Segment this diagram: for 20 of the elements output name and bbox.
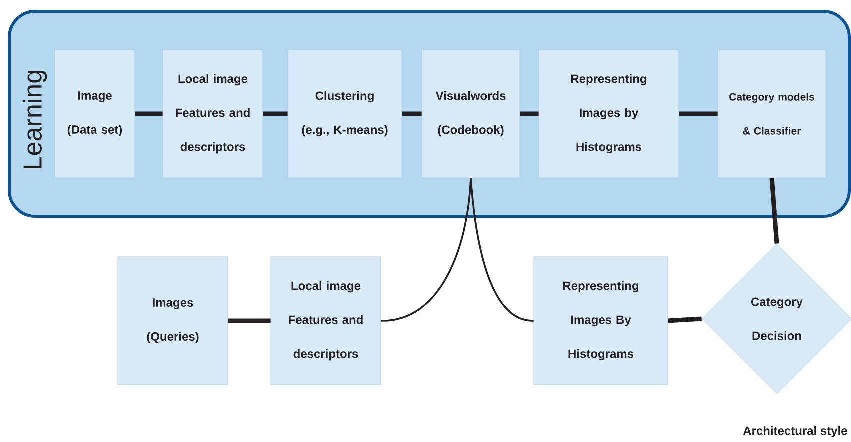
process-box: Local image Features and descriptors <box>270 256 382 386</box>
caption-text: Architectural style <box>743 426 848 438</box>
connector-line <box>470 178 534 322</box>
process-box: Category models & Classifier <box>718 50 826 178</box>
connector-line <box>520 112 539 116</box>
connector-line <box>770 178 780 244</box>
connector-line <box>402 112 422 116</box>
process-box: Clustering (e.g., K-means) <box>288 50 402 178</box>
process-box: Images (Queries) <box>118 256 228 386</box>
connector-line <box>668 316 702 324</box>
connector-line <box>679 112 718 116</box>
connector-line <box>263 112 288 116</box>
connector-line <box>381 178 472 322</box>
connector-line <box>228 318 271 324</box>
process-box: Image (Data set) <box>54 50 136 178</box>
connector-line <box>135 112 163 116</box>
process-box: Representing Images By Histograms <box>534 256 668 386</box>
process-box: Local image Features and descriptors <box>162 50 264 178</box>
process-box: Visualwords (Codebook) <box>422 50 520 178</box>
process-box: Representing Images by Histograms <box>538 50 680 178</box>
